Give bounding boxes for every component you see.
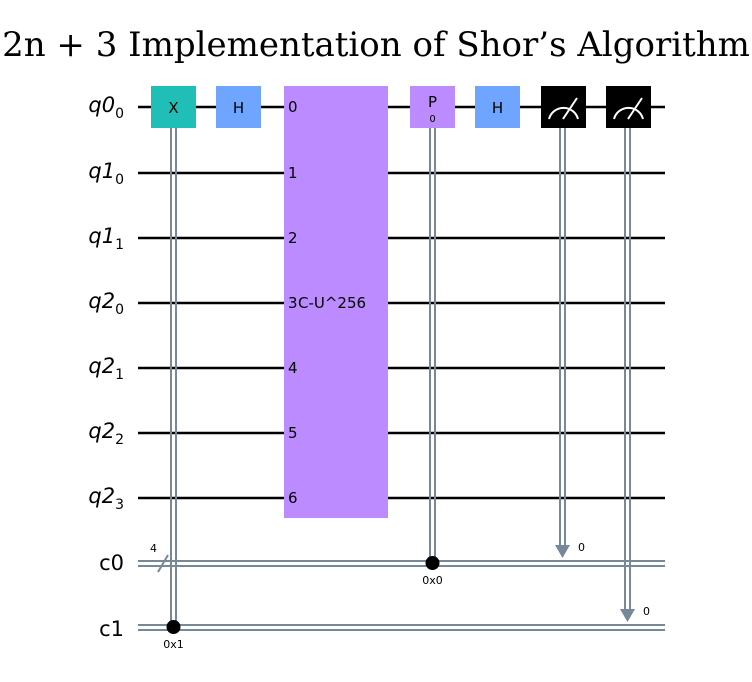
controlled-unitary-gate xyxy=(284,86,388,518)
unitary-pin-label: 5 xyxy=(288,424,298,442)
x-condition-connector xyxy=(170,128,177,627)
phase-gate-param: 0 xyxy=(429,114,435,125)
qubit-label: q10 xyxy=(88,159,124,188)
measure1-target-label: 0 xyxy=(578,541,585,554)
diagram-title: 2n + 3 Implementation of Shor’s Algorith… xyxy=(2,25,750,65)
unitary-gate-label: C-U^256 xyxy=(298,294,366,312)
measure1-arrow xyxy=(555,545,570,558)
qubit-label: q00 xyxy=(88,93,124,122)
x-gate-label: X xyxy=(168,99,178,117)
unitary-pins: 0 1 2 3 4 5 6 xyxy=(288,98,298,507)
qubit-label: q23 xyxy=(88,484,124,513)
unitary-pin-label: 4 xyxy=(288,359,298,377)
h-gate-label: H xyxy=(492,99,503,117)
classical-wires xyxy=(138,560,665,631)
h-gate-label: H xyxy=(233,99,244,117)
phase-gate-label: P xyxy=(428,93,437,111)
qubit-label: q21 xyxy=(88,354,124,383)
quantum-wires xyxy=(138,105,665,500)
unitary-pin-label: 3 xyxy=(288,294,298,312)
clbit-label: c1 xyxy=(99,617,124,641)
unitary-pin-label: 1 xyxy=(288,164,298,182)
x-gate xyxy=(151,86,196,128)
x-condition-label: 0x1 xyxy=(163,638,184,651)
qubit-label: q11 xyxy=(88,224,124,253)
h-gate xyxy=(475,86,520,128)
qubit-label: q20 xyxy=(88,289,124,318)
meter-icon xyxy=(548,97,579,120)
measure2-arrow xyxy=(620,609,635,622)
qubit-label: q22 xyxy=(88,419,124,448)
unitary-pin-label: 6 xyxy=(288,489,298,507)
x-condition-dot xyxy=(166,620,181,634)
measure1-connector xyxy=(559,128,566,546)
clbit-label: c0 xyxy=(99,551,124,575)
unitary-pin-label: 0 xyxy=(288,98,298,116)
meter-icon xyxy=(613,97,644,120)
phase-gate xyxy=(410,86,455,128)
register-slash xyxy=(157,554,169,573)
phase-condition-dot xyxy=(425,556,440,570)
measure2-connector xyxy=(624,128,631,610)
phase-condition-connector xyxy=(429,128,436,563)
register-width-label: 4 xyxy=(150,542,157,555)
qubit-labels: q00 q10 q11 q20 q21 q22 q23 xyxy=(88,93,124,513)
phase-condition-label: 0x0 xyxy=(422,574,443,587)
measure2-target-label: 0 xyxy=(643,605,650,618)
h-gate xyxy=(216,86,261,128)
unitary-pin-label: 2 xyxy=(288,229,298,247)
